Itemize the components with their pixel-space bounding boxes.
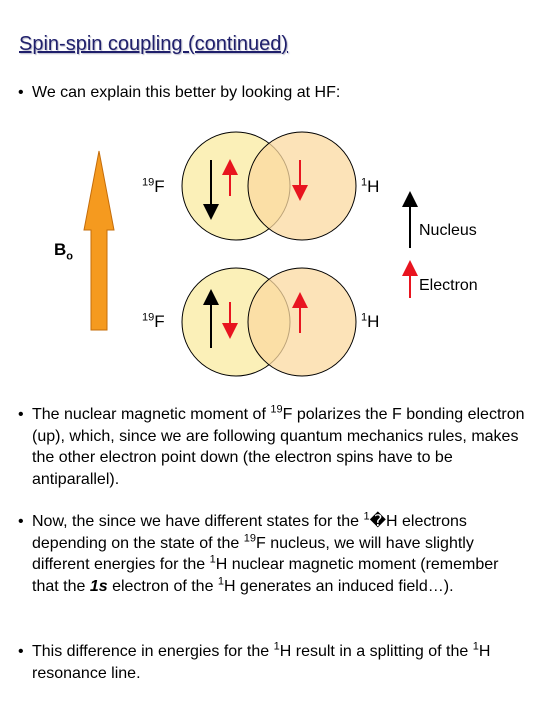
- bullet-text: The nuclear magnetic moment of 19F polar…: [32, 403, 525, 488]
- bullet-text: This difference in energies for the 1H r…: [32, 640, 491, 682]
- intro-text: We can explain this better by looking at…: [32, 84, 341, 101]
- bullet-dot: •: [18, 643, 24, 660]
- bullet-energy-states: • Now, the since we have different state…: [18, 511, 528, 597]
- f-label-top: 19F: [142, 176, 165, 196]
- slide-title: Spin-spin coupling (continued): [19, 33, 289, 55]
- legend-nucleus-label: Nucleus: [419, 222, 477, 239]
- h-orbital-top: [247, 131, 357, 241]
- f-label-bottom: 19F: [142, 311, 165, 331]
- bullet-splitting: • This difference in energies for the 1H…: [18, 641, 528, 684]
- intro-bullet: • We can explain this better by looking …: [18, 82, 528, 104]
- bullet-polarization: • The nuclear magnetic moment of 19F pol…: [18, 404, 528, 490]
- bullet-dot: •: [18, 406, 24, 423]
- legend-electron-label: Electron: [419, 277, 478, 294]
- bullet-dot: •: [18, 84, 24, 101]
- field-arrow: [83, 150, 115, 331]
- field-label: Bo: [54, 240, 74, 263]
- h-label-bottom: 1H: [361, 311, 380, 331]
- bullet-dot: •: [18, 513, 24, 530]
- h-label-top: 1H: [361, 176, 380, 196]
- bullet-text: Now, the since we have different states …: [32, 510, 499, 595]
- h-orbital-bottom: [247, 267, 357, 377]
